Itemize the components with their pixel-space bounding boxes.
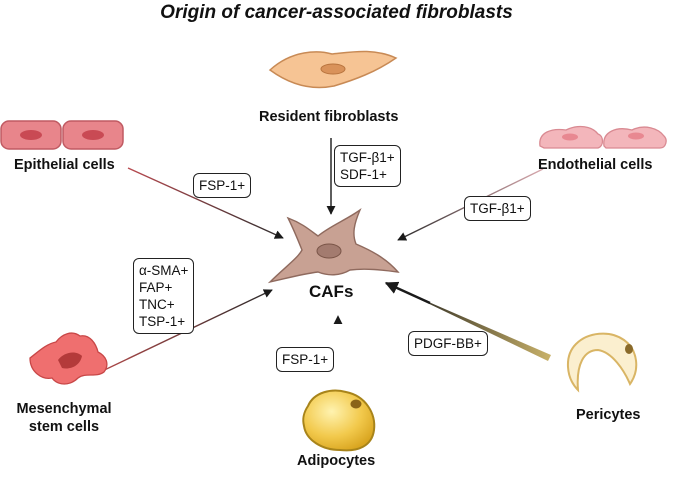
pericytes-label: Pericytes — [576, 407, 641, 423]
diagram-title: Origin of cancer-associated fibroblasts — [160, 2, 513, 23]
mesenchymal-label-line1: Mesenchymal — [16, 401, 112, 417]
adipocyte-icon — [302, 389, 376, 452]
marker-text: TGF-β1+ — [470, 201, 525, 216]
resident-fibroblast-icon — [268, 50, 398, 89]
marker-box-resident: TGF-β1+ SDF-1+ — [334, 145, 401, 187]
marker-box-mesenchymal: α-SMA+ FAP+ TNC+ TSP-1+ — [133, 258, 195, 334]
adipocytes-label: Adipocytes — [297, 453, 376, 469]
mesenchymal-stem-cells-label: Mesenchymal stem cells — [12, 400, 116, 436]
caf-cell-icon — [267, 207, 400, 284]
marker-text: TGF-β1+ — [340, 150, 395, 165]
epithelial-cells-icon — [0, 120, 124, 150]
marker-text: FAP+ — [139, 280, 173, 295]
marker-text: α-SMA+ — [139, 263, 189, 278]
mesenchymal-label-line2: stem cells — [28, 419, 100, 435]
marker-text: TNC+ — [139, 297, 175, 312]
epithelial-cells-label: Epithelial cells — [14, 157, 115, 173]
marker-box-epithelial: FSP-1+ — [193, 173, 252, 198]
marker-box-pericytes: PDGF-BB+ — [408, 331, 488, 356]
mesenchymal-stem-cell-icon — [29, 332, 108, 385]
arrow-epithelial-to-cafs — [127, 167, 284, 239]
marker-box-adipocytes: FSP-1+ — [276, 347, 335, 372]
marker-text: TSP-1+ — [139, 314, 186, 329]
marker-text: FSP-1+ — [199, 178, 246, 193]
endothelial-cells-label: Endothelial cells — [538, 157, 653, 173]
marker-box-endothelial: TGF-β1+ — [464, 196, 531, 221]
resident-fibroblasts-label: Resident fibroblasts — [259, 109, 399, 125]
marker-text: SDF-1+ — [340, 167, 387, 182]
marker-text: PDGF-BB+ — [414, 336, 482, 351]
arrow-pericytes-to-cafs — [394, 287, 551, 361]
marker-text: FSP-1+ — [282, 352, 329, 367]
endothelial-cells-icon — [539, 125, 667, 149]
pericyte-icon — [567, 332, 638, 393]
cafs-label: CAFs — [309, 282, 354, 301]
